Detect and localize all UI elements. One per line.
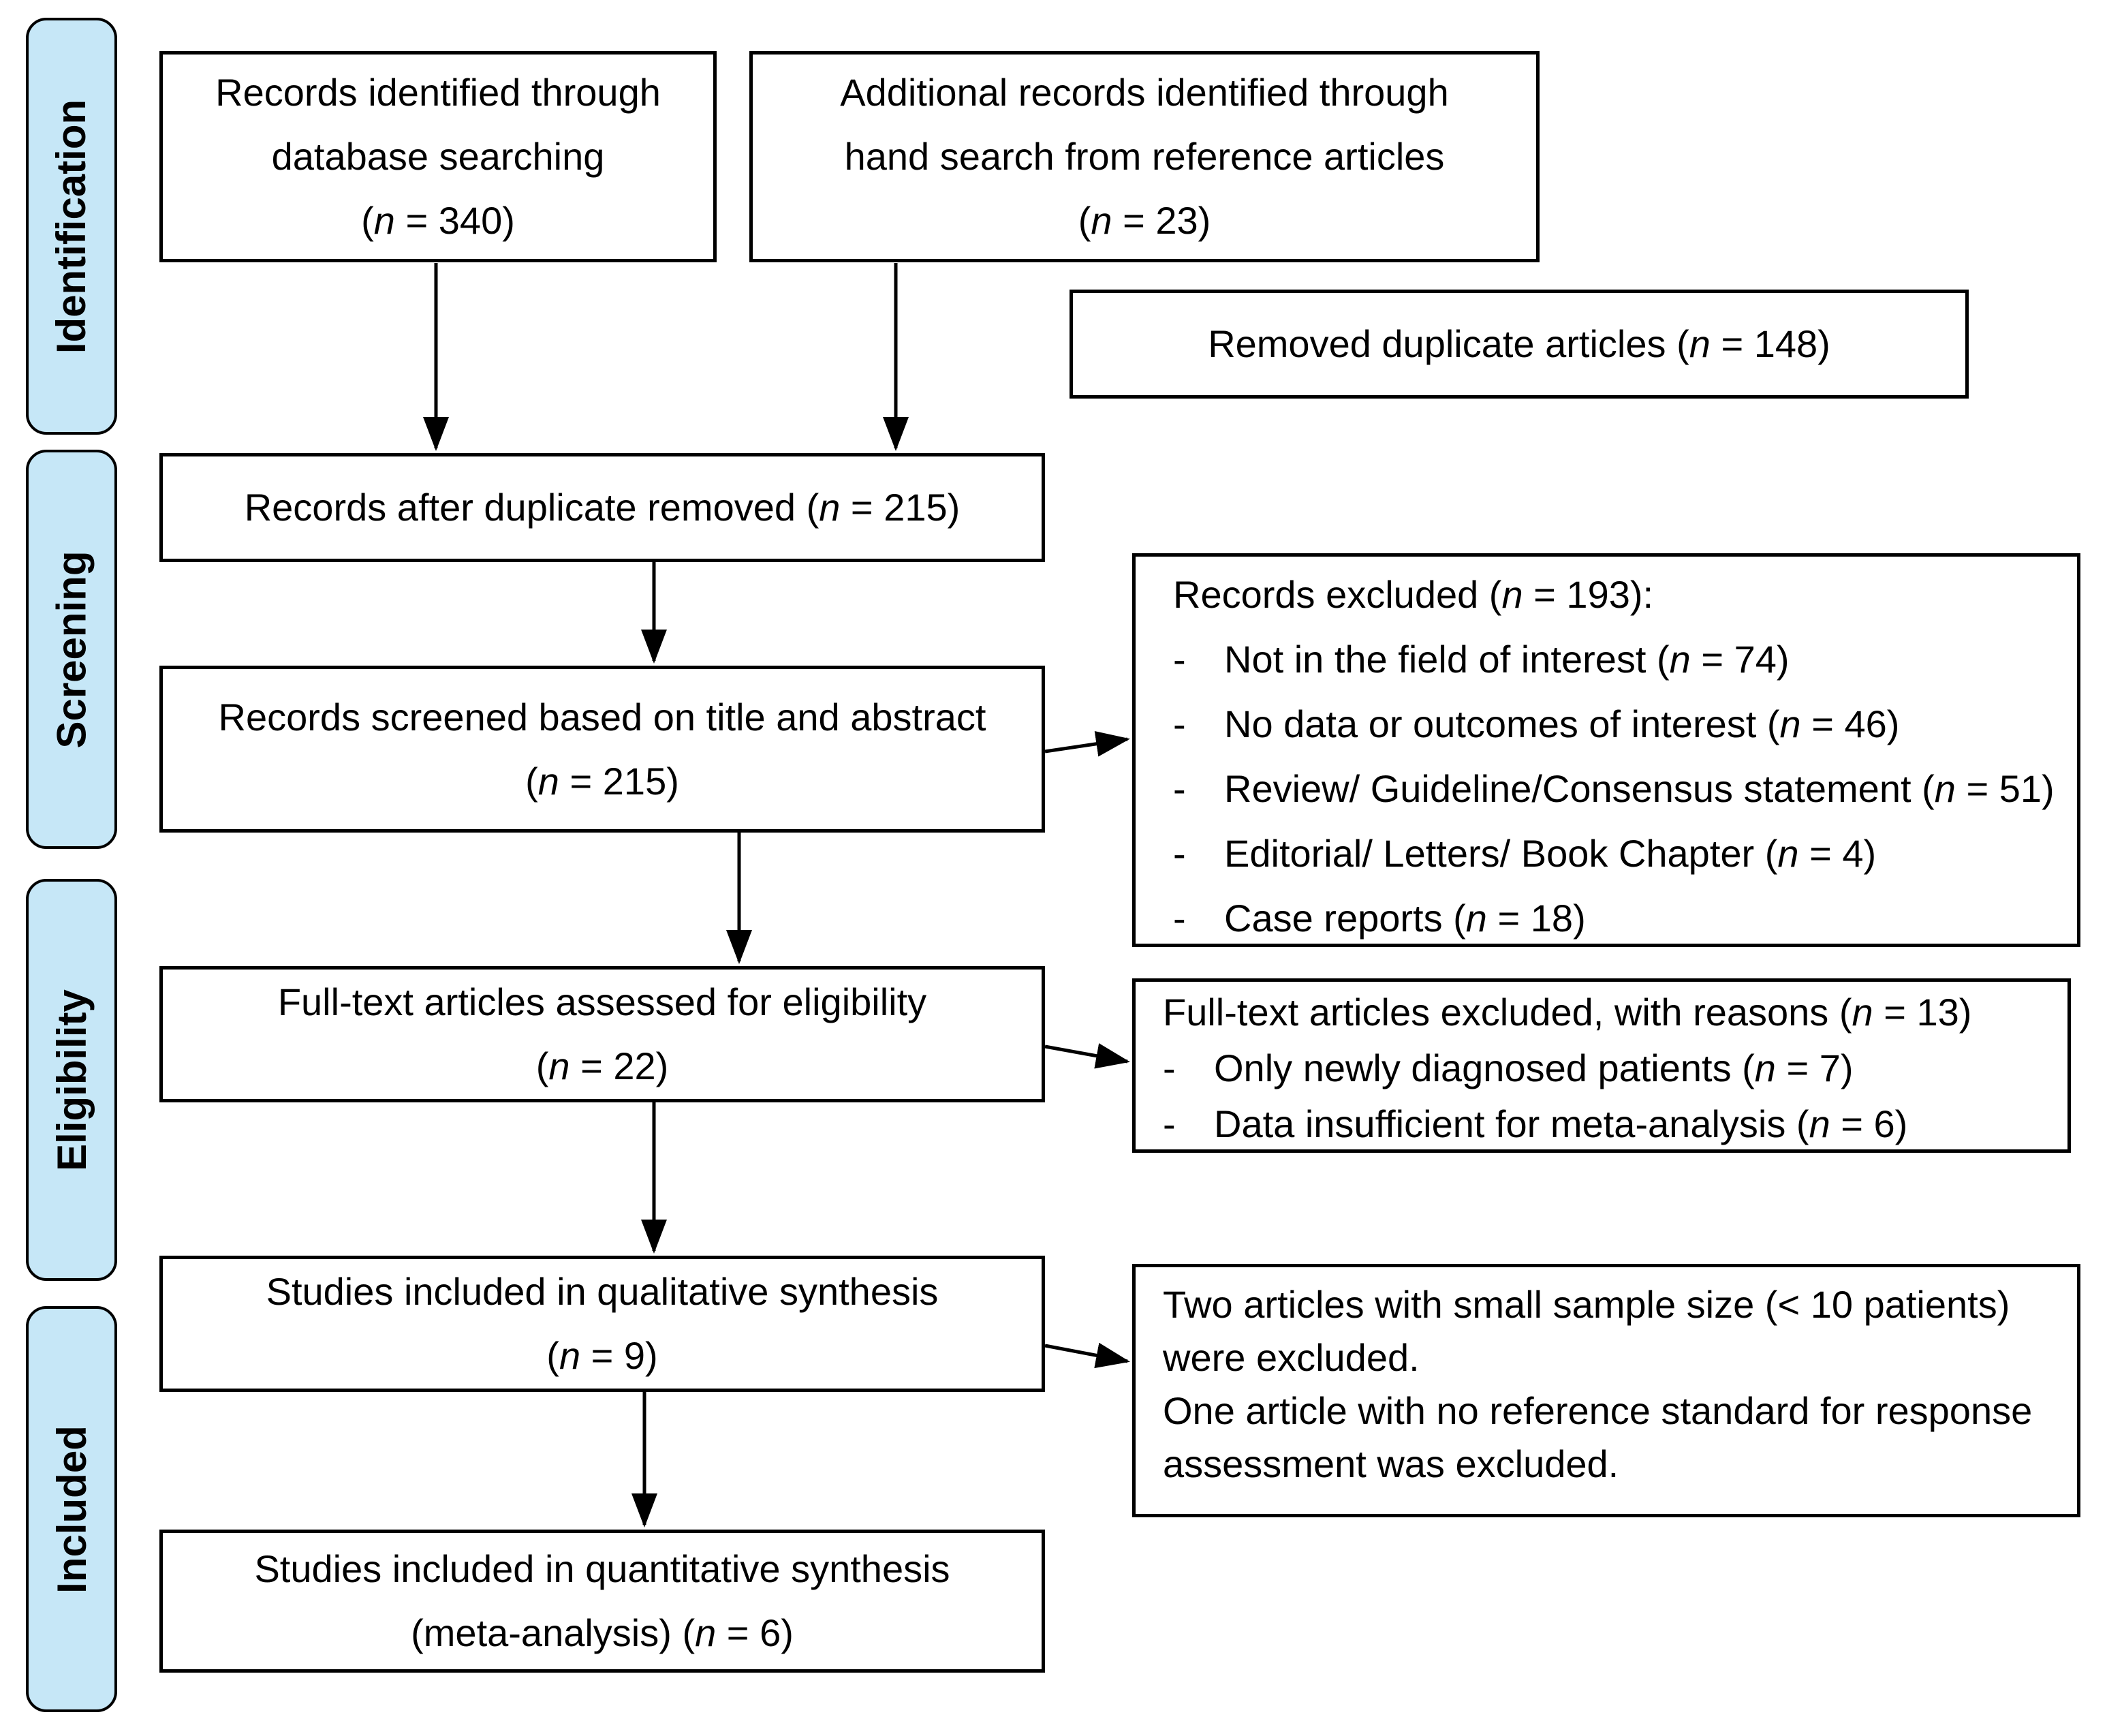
box-line: (n = 22) [535, 1044, 669, 1087]
note-line: Two articles with small sample size (< 1… [1163, 1283, 2010, 1326]
note-line: One article with no reference standard f… [1163, 1389, 2033, 1432]
stage-label: Screening [48, 550, 95, 749]
box-line: Removed duplicate articles (n = 148) [1208, 322, 1830, 365]
excluded-reason-item: - Only newly diagnosed patients (n = 7) [1163, 1040, 2057, 1096]
excluded-reason-text: Editorial/ Letters/ Book Chapter (n = 4) [1224, 832, 1877, 875]
excluded-reason-text: Only newly diagnosed patients (n = 7) [1214, 1047, 1854, 1089]
stage-screening: Screening [26, 450, 117, 849]
bullet-dash: - [1173, 702, 1186, 745]
excluded-title: Records excluded (n = 193): [1173, 573, 1654, 616]
excluded-reason-item: - No data or outcomes of interest (n = 4… [1173, 692, 2065, 756]
box-fulltext-assessed: Full-text articles assessed for eligibil… [159, 966, 1045, 1102]
box-line: (n = 215) [525, 759, 679, 803]
box-line: (meta-analysis) (n = 6) [411, 1611, 794, 1654]
bullet-dash: - [1173, 897, 1186, 940]
excluded-reason-text: Case reports (n = 18) [1224, 897, 1586, 940]
excluded-reason-item: - Case reports (n = 18) [1173, 886, 2065, 950]
box-records-identified: Records identified through database sear… [159, 51, 717, 262]
box-line: database searching [271, 135, 605, 178]
bullet-dash: - [1163, 1047, 1176, 1089]
bullet-dash: - [1173, 767, 1186, 810]
box-records-after-duplicates: Records after duplicate removed (n = 215… [159, 453, 1045, 562]
stage-label: Included [48, 1425, 95, 1594]
box-line: (n = 23) [1078, 199, 1211, 242]
excluded-reason-text: No data or outcomes of interest (n = 46) [1224, 702, 1900, 745]
box-additional-records: Additional records identified through ha… [749, 51, 1540, 262]
arrow-qualitative-to-note [1044, 1342, 1130, 1369]
box-fulltext-excluded: Full-text articles excluded, with reason… [1132, 978, 2071, 1153]
box-line: Records after duplicate removed (n = 215… [244, 486, 961, 529]
arrow-fulltext-to-fulltext-excluded [1044, 1043, 1130, 1069]
bullet-dash: - [1163, 1102, 1176, 1145]
bullet-dash: - [1173, 832, 1186, 875]
box-line: Studies included in qualitative synthesi… [266, 1270, 939, 1313]
stage-included: Included [26, 1306, 117, 1712]
box-line: Records identified through [215, 71, 661, 114]
stage-label: Identification [48, 99, 95, 354]
box-line: hand search from reference articles [844, 135, 1445, 178]
box-line: Studies included in quantitative synthes… [254, 1547, 950, 1590]
excluded-reason-text: Review/ Guideline/Consensus statement (n… [1224, 767, 2055, 810]
excluded-reason-item: - Data insufficient for meta-analysis (n… [1163, 1096, 2057, 1152]
note-line: assessment was excluded. [1163, 1442, 1619, 1485]
bullet-dash: - [1173, 638, 1186, 681]
excluded-reason-item: - Not in the field of interest (n = 74) [1173, 627, 2065, 692]
box-qualitative-synthesis: Studies included in qualitative synthesi… [159, 1256, 1045, 1392]
excluded-reason-item: - Review/ Guideline/Consensus statement … [1173, 756, 2065, 821]
box-records-screened: Records screened based on title and abst… [159, 666, 1045, 833]
arrow-screened-to-records-excluded [1044, 730, 1130, 757]
box-small-sample-note: Two articles with small sample size (< 1… [1132, 1264, 2080, 1517]
box-removed-duplicates: Removed duplicate articles (n = 148) [1070, 290, 1969, 399]
excluded-reason-text: Data insufficient for meta-analysis (n =… [1214, 1102, 1908, 1145]
box-quantitative-synthesis: Studies included in quantitative synthes… [159, 1530, 1045, 1673]
excluded-reason-item: - Editorial/ Letters/ Book Chapter (n = … [1173, 821, 2065, 886]
box-line: (n = 340) [361, 199, 515, 242]
box-line: Records screened based on title and abst… [218, 695, 986, 739]
stage-label: Eligibility [48, 989, 95, 1171]
fulltext-excluded-title: Full-text articles excluded, with reason… [1163, 991, 1972, 1034]
excluded-reason-text: Not in the field of interest (n = 74) [1224, 638, 1790, 681]
box-line: Additional records identified through [840, 71, 1449, 114]
stage-identification: Identification [26, 18, 117, 435]
stage-eligibility: Eligibility [26, 879, 117, 1281]
box-records-excluded: Records excluded (n = 193): - Not in the… [1132, 553, 2080, 947]
box-line: (n = 9) [546, 1334, 658, 1377]
box-line: Full-text articles assessed for eligibil… [277, 980, 927, 1023]
note-line: were excluded. [1163, 1336, 1420, 1379]
